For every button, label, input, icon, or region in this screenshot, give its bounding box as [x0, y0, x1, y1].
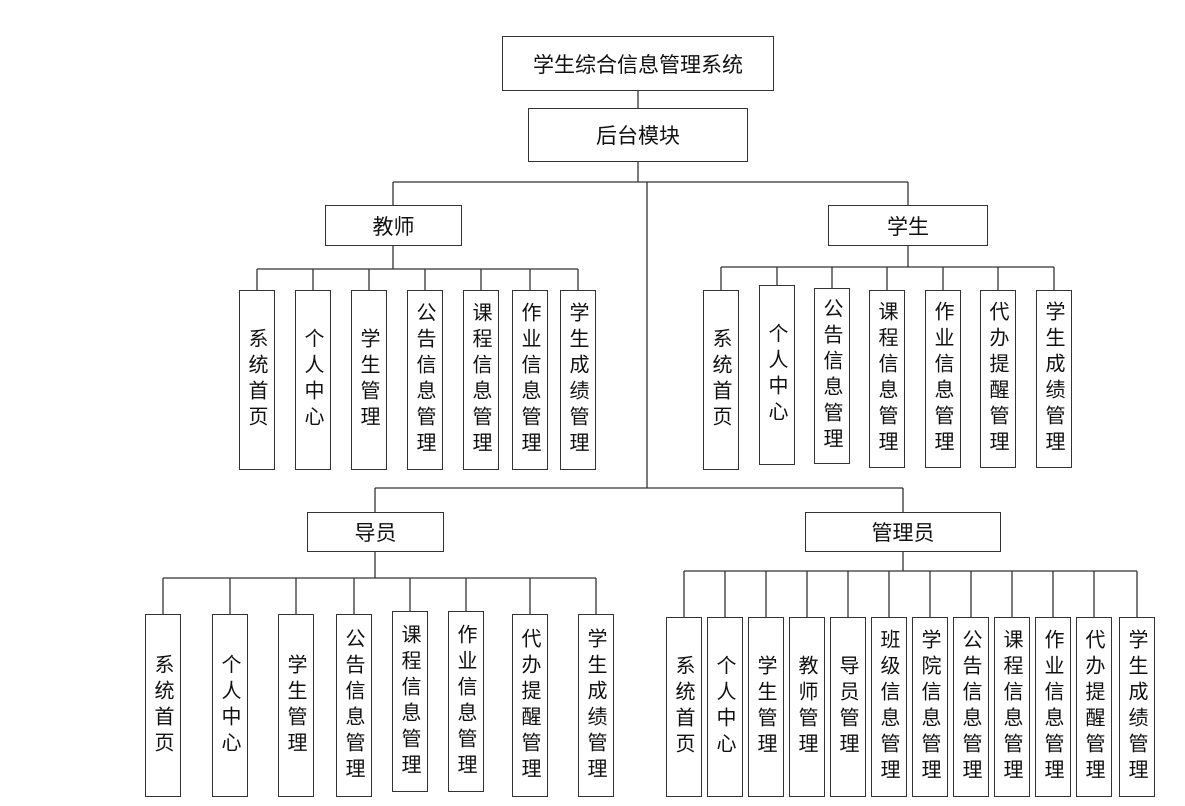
module-node: 后台模块 [528, 108, 748, 162]
student-child-node: 公告信息管理 [814, 288, 850, 464]
admin-child-label: 教师管理 [795, 655, 819, 759]
counselor-child-label: 学生管理 [284, 653, 308, 758]
student-child-label: 公告信息管理 [820, 298, 844, 454]
student-child-node: 个人中心 [759, 285, 795, 465]
admin-child-label: 导员管理 [836, 655, 860, 759]
admin-child-label: 系统首页 [672, 655, 696, 759]
teacher-child-label: 学生成绩管理 [566, 302, 590, 458]
admin-child-node: 系统首页 [666, 617, 702, 797]
admin-child-node: 导员管理 [830, 617, 866, 797]
teacher-child-node: 学生成绩管理 [560, 290, 596, 470]
teacher-child-node: 作业信息管理 [512, 290, 548, 470]
teacher-child-label: 学生管理 [357, 328, 381, 432]
student-label: 学生 [887, 214, 929, 239]
counselor-child-label: 个人中心 [218, 653, 242, 758]
teacher-child-label: 个人中心 [301, 328, 325, 432]
student-child-label: 代办提醒管理 [986, 301, 1010, 457]
student-child-node: 代办提醒管理 [980, 290, 1016, 468]
admin-child-node: 学院信息管理 [912, 617, 948, 797]
teacher-child-node: 学生管理 [351, 290, 387, 470]
admin-child-node: 个人中心 [707, 617, 743, 797]
counselor-child-label: 学生成绩管理 [584, 627, 608, 784]
teacher-node: 教师 [325, 205, 462, 246]
admin-child-label: 班级信息管理 [877, 629, 901, 785]
admin-child-label: 课程信息管理 [1000, 629, 1024, 785]
counselor-child-node: 课程信息管理 [392, 611, 428, 792]
counselor-child-label: 公告信息管理 [342, 627, 366, 784]
counselor-child-node: 系统首页 [145, 614, 181, 797]
student-child-label: 系统首页 [709, 328, 733, 432]
student-child-node: 学生成绩管理 [1036, 290, 1072, 468]
admin-child-node: 学生成绩管理 [1119, 617, 1155, 797]
teacher-child-label: 公告信息管理 [413, 302, 437, 458]
teacher-label: 教师 [372, 214, 415, 239]
teacher-child-label: 系统首页 [245, 328, 269, 432]
counselor-child-label: 作业信息管理 [454, 623, 478, 780]
admin-child-node: 教师管理 [789, 617, 825, 797]
root-label: 学生综合信息管理系统 [533, 52, 743, 77]
admin-child-node: 公告信息管理 [953, 617, 989, 797]
teacher-child-label: 课程信息管理 [469, 302, 493, 458]
counselor-child-label: 系统首页 [151, 653, 175, 758]
student-child-label: 学生成绩管理 [1042, 301, 1066, 457]
admin-child-node: 作业信息管理 [1035, 617, 1071, 797]
counselor-child-label: 课程信息管理 [398, 623, 422, 780]
student-child-label: 课程信息管理 [875, 301, 899, 457]
student-child-node: 系统首页 [703, 290, 739, 470]
teacher-child-node: 个人中心 [295, 290, 331, 470]
teacher-child-label: 作业信息管理 [518, 302, 542, 458]
root-node: 学生综合信息管理系统 [502, 36, 774, 91]
counselor-child-node: 学生成绩管理 [578, 614, 614, 797]
counselor-child-node: 学生管理 [278, 614, 314, 797]
admin-node: 管理员 [805, 512, 1001, 552]
teacher-child-node: 系统首页 [239, 290, 275, 470]
admin-child-label: 学生管理 [754, 655, 778, 759]
module-label: 后台模块 [596, 124, 680, 148]
counselor-child-node: 作业信息管理 [448, 611, 484, 792]
student-child-label: 作业信息管理 [931, 301, 955, 457]
admin-child-node: 学生管理 [748, 617, 784, 797]
counselor-child-node: 个人中心 [212, 614, 248, 797]
admin-child-label: 代办提醒管理 [1082, 629, 1106, 785]
counselor-node: 导员 [307, 512, 444, 552]
counselor-label: 导员 [354, 521, 397, 545]
admin-child-label: 学院信息管理 [918, 629, 942, 785]
teacher-child-node: 课程信息管理 [463, 290, 499, 470]
admin-child-label: 学生成绩管理 [1125, 629, 1149, 785]
counselor-child-node: 代办提醒管理 [512, 614, 548, 797]
student-child-label: 个人中心 [765, 323, 789, 427]
admin-child-node: 班级信息管理 [871, 617, 907, 797]
admin-child-node: 课程信息管理 [994, 617, 1030, 797]
admin-child-label: 公告信息管理 [959, 629, 983, 785]
admin-child-label: 作业信息管理 [1041, 629, 1065, 785]
student-child-node: 课程信息管理 [869, 290, 905, 468]
admin-child-node: 代办提醒管理 [1076, 617, 1112, 797]
admin-label: 管理员 [871, 521, 935, 545]
student-node: 学生 [828, 205, 988, 246]
admin-child-label: 个人中心 [713, 655, 737, 759]
counselor-child-label: 代办提醒管理 [518, 627, 542, 784]
counselor-child-node: 公告信息管理 [336, 614, 372, 797]
student-child-node: 作业信息管理 [925, 290, 961, 468]
teacher-child-node: 公告信息管理 [407, 290, 443, 470]
